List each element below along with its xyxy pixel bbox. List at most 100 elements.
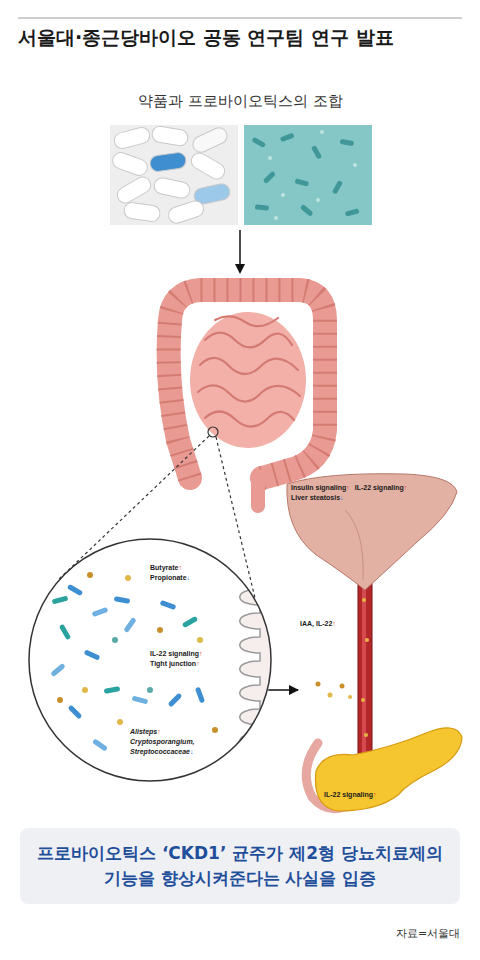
up-arrow: ↑ bbox=[404, 484, 408, 491]
pills-photo bbox=[110, 125, 238, 225]
bacteria-photo bbox=[320, 130, 324, 134]
pills-photo bbox=[110, 125, 238, 225]
blood-metabolite-label: IAA, IL-22↑ bbox=[298, 618, 360, 698]
metabolite-dot bbox=[117, 719, 123, 725]
bacteria-photo bbox=[316, 198, 320, 202]
metabolite-dots bbox=[328, 693, 333, 698]
metabolite-dot bbox=[112, 637, 118, 643]
bacterium bbox=[182, 616, 198, 628]
pills-photo bbox=[149, 152, 187, 173]
blood-vessel bbox=[362, 598, 366, 602]
bacteria-photo bbox=[274, 216, 278, 220]
up-arrow: ↑ bbox=[196, 660, 200, 667]
intestine bbox=[169, 290, 325, 478]
bacterium bbox=[84, 649, 101, 660]
metabolite-dot bbox=[87, 572, 93, 578]
intestine bbox=[200, 358, 298, 374]
metabolite-dot bbox=[147, 687, 153, 693]
title: 서울대·종근당바이오 공동 연구팀 연구 발표 bbox=[18, 25, 394, 51]
metabolite-dot bbox=[125, 575, 131, 581]
up-arrow: ↑ bbox=[346, 484, 350, 491]
up-arrow: ↑ bbox=[157, 728, 161, 735]
villi-wall bbox=[240, 538, 288, 802]
bacterium bbox=[59, 624, 71, 640]
intestine bbox=[169, 290, 325, 478]
bacterium bbox=[92, 607, 109, 617]
up-arrow: ↑ bbox=[332, 620, 336, 627]
up-arrow: ↑ bbox=[373, 791, 377, 798]
up-arrow: ↑ bbox=[199, 650, 203, 657]
node-text: Cryptosporangium, bbox=[130, 738, 195, 746]
bacteria-photo bbox=[268, 130, 357, 220]
source-note: 자료=서울대 bbox=[396, 926, 460, 941]
up-arrow: ↑ bbox=[178, 564, 182, 571]
metabolite-dots bbox=[340, 684, 345, 689]
metabolite-dots bbox=[316, 682, 353, 700]
caption-box: 프로바이오틱스 ‘CKD1’ 균주가 제2형 당뇨치료제의 기능을 향상시켜준다… bbox=[20, 828, 460, 904]
pills-photo bbox=[166, 199, 205, 225]
node-text: Alisteps↑ bbox=[130, 728, 161, 736]
pills-photo bbox=[113, 126, 152, 151]
circle-border bbox=[29, 539, 271, 781]
bacteria-photo bbox=[268, 156, 272, 160]
subtitle: 약품과 프로바이오틱스의 조합 bbox=[138, 92, 343, 111]
blood-vessel bbox=[365, 638, 369, 642]
blood-vessel bbox=[361, 598, 369, 737]
bacteria-photo bbox=[251, 133, 359, 217]
bacterium bbox=[132, 696, 149, 705]
bacteria-photo bbox=[281, 193, 285, 197]
bacterium bbox=[50, 663, 65, 677]
bacterium bbox=[168, 693, 183, 708]
bacterium bbox=[52, 596, 69, 605]
bacterium bbox=[195, 687, 205, 704]
bacteria-photo bbox=[280, 133, 295, 142]
pancreas-organ-outline bbox=[298, 715, 465, 815]
pills-photo bbox=[110, 125, 231, 225]
blood-vessel bbox=[362, 572, 366, 768]
bacteria-photo bbox=[353, 163, 357, 167]
metabolite-dots bbox=[316, 682, 321, 687]
pills-photo bbox=[190, 125, 229, 155]
down-arrow: ↓ bbox=[190, 748, 194, 755]
node-text: IL-22 signaling↑ bbox=[150, 650, 203, 658]
down-arrow: ↓ bbox=[187, 574, 191, 581]
bacteria-photo bbox=[311, 145, 322, 160]
liver-organ: Insulin signaling↑IL-22 signaling↑Liver … bbox=[285, 470, 460, 595]
node-text: IL-22 signaling↑ bbox=[324, 791, 377, 799]
down-arrow bbox=[239, 230, 241, 266]
intestine bbox=[190, 312, 306, 448]
node-text: IL-22 signaling↑ bbox=[355, 484, 408, 492]
bacteria-photo bbox=[244, 125, 372, 225]
down-arrow bbox=[235, 230, 245, 274]
bacteria-photo bbox=[300, 204, 314, 217]
bacteria-photo bbox=[255, 204, 269, 210]
bacteria-photo bbox=[251, 137, 266, 148]
bacteria-photo bbox=[332, 180, 343, 195]
pills-photo bbox=[151, 125, 189, 147]
caption-text: 프로바이오틱스 ‘CKD1’ 균주가 제2형 당뇨치료제의 기능을 향상시켜준다… bbox=[32, 841, 448, 892]
node-text: Streptococcaceae↓ bbox=[130, 748, 193, 756]
node-text: Tight junction↑ bbox=[150, 660, 200, 668]
gut-zoom-circle: Butyrate↑Propionate↓IL-22 signaling↑Tigh… bbox=[28, 538, 272, 782]
bacterium bbox=[123, 617, 136, 633]
liver-lobe-line bbox=[345, 510, 363, 580]
node-text: Butyrate↑ bbox=[150, 564, 182, 572]
bacterium bbox=[92, 738, 108, 751]
bacterium bbox=[68, 705, 83, 720]
metabolite-dot bbox=[57, 697, 63, 703]
bacteria-photo bbox=[263, 171, 276, 184]
bacteria-photo bbox=[244, 125, 372, 225]
node-text: IAA, IL-22↑ bbox=[300, 620, 336, 628]
blood-vessel bbox=[364, 733, 368, 737]
intestine bbox=[205, 333, 292, 348]
blood-vessel bbox=[358, 572, 372, 768]
pancreas-organ: IL-22 signaling↑ bbox=[298, 715, 465, 815]
down-arrow: ↓ bbox=[340, 494, 344, 501]
intestine bbox=[251, 476, 265, 506]
blood-vessel bbox=[358, 572, 372, 768]
metabolite-dots bbox=[348, 695, 352, 699]
blood-vessel bbox=[361, 698, 365, 702]
bacteria-photo bbox=[294, 178, 309, 186]
pills-photo bbox=[123, 202, 161, 223]
metabolite-dot bbox=[212, 727, 218, 733]
